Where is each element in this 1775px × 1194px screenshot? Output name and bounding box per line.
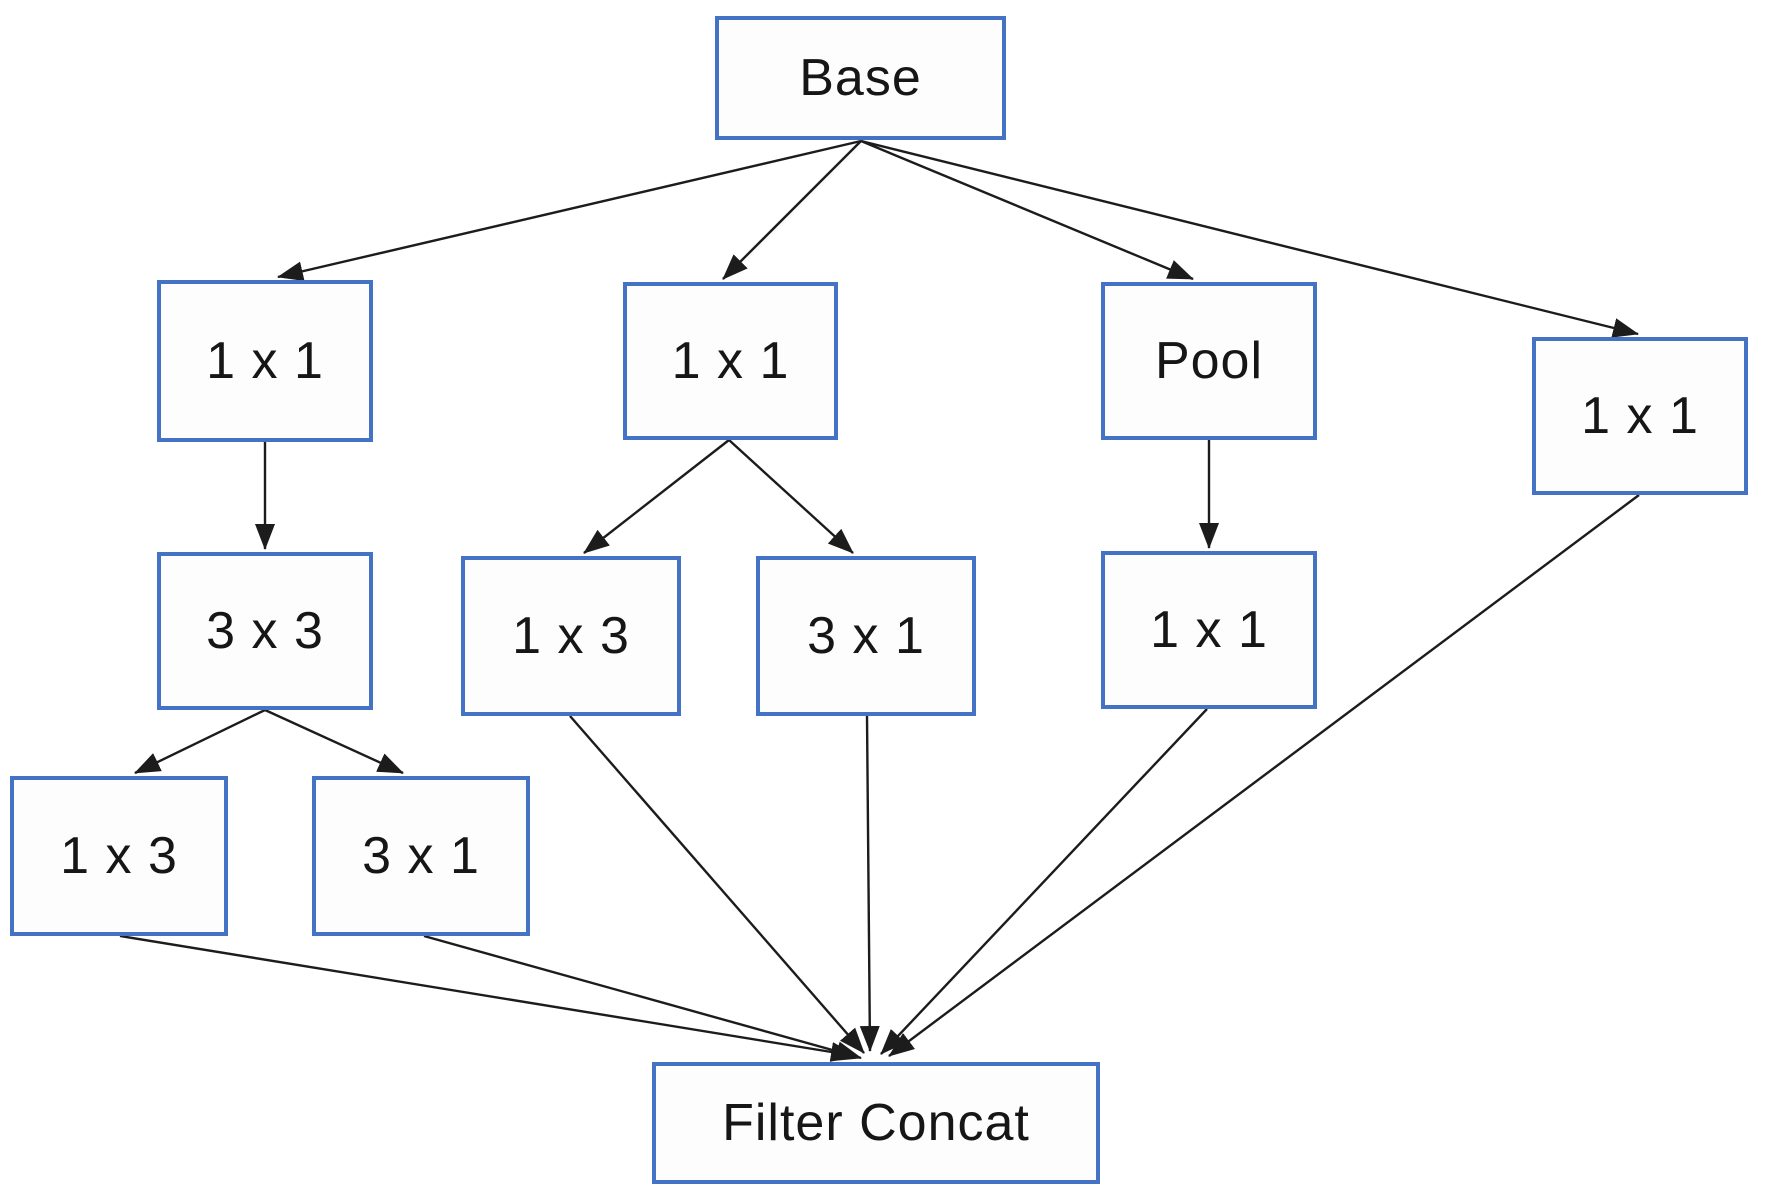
node-base: Base: [715, 16, 1006, 140]
edge-branch1-3x3-to-branch1-1x3: [134, 708, 266, 775]
node-branch2-1x3: 1 x 3: [461, 556, 681, 716]
node-label: 3 x 1: [807, 607, 925, 665]
node-filter-concat: Filter Concat: [652, 1062, 1100, 1184]
node-label: Base: [799, 49, 922, 107]
edge-pool-1x1-to-filter-concat: [880, 708, 1208, 1055]
node-branch2-3x1: 3 x 1: [756, 556, 976, 716]
node-label: 1 x 3: [60, 827, 178, 885]
node-label: Filter Concat: [722, 1094, 1030, 1152]
edge-base-to-pool: [860, 139, 1194, 281]
node-branch1-3x3: 3 x 3: [157, 552, 373, 710]
edge-base-to-branch2-1x1: [722, 140, 862, 280]
node-pool-1x1: 1 x 1: [1101, 551, 1317, 709]
node-branch1-1x1: 1 x 1: [157, 280, 373, 442]
edge-branch2-1x1-to-branch2-3x1: [728, 439, 854, 554]
node-label: 3 x 1: [362, 827, 480, 885]
edge-branch1-1x3-to-filter-concat: [119, 934, 857, 1062]
node-label: 1 x 1: [1150, 601, 1268, 659]
edge-branch2-1x1-to-branch2-1x3: [583, 439, 730, 554]
node-branch2-1x1: 1 x 1: [623, 282, 838, 440]
edge-base-to-branch1-1x1: [277, 139, 862, 282]
node-label: 1 x 1: [206, 332, 324, 390]
edge-branch1-3x1-to-filter-concat: [423, 934, 862, 1061]
node-pool: Pool: [1101, 282, 1317, 440]
node-branch1-3x1: 3 x 1: [312, 776, 530, 936]
node-label: Pool: [1154, 332, 1264, 390]
node-label: 3 x 3: [206, 602, 324, 660]
node-label: 1 x 3: [512, 607, 630, 665]
node-label: 1 x 1: [1581, 387, 1699, 445]
node-branch1-1x3: 1 x 3: [10, 776, 228, 936]
edge-branch2-1x3-to-filter-concat: [569, 715, 865, 1054]
node-branch4-1x1: 1 x 1: [1532, 337, 1748, 495]
node-label: 1 x 1: [671, 332, 790, 390]
edge-branch4-1x1-to-filter-concat: [888, 494, 1640, 1057]
edge-branch2-3x1-to-filter-concat: [859, 715, 880, 1052]
edge-base-to-branch4-1x1: [860, 139, 1639, 338]
edge-branch1-3x3-to-branch1-3x1: [264, 708, 404, 775]
